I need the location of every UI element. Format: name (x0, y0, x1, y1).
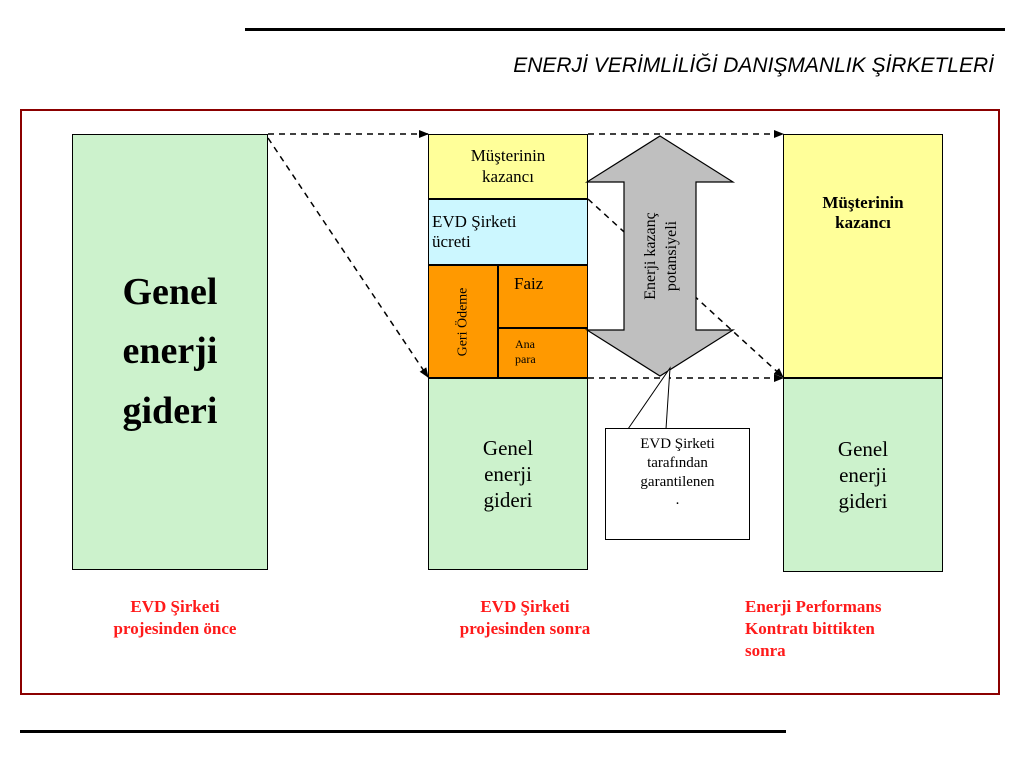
after-energy-cost-box: Genel enerji gideri (428, 378, 588, 570)
potential-arrow-label-2: potansiyeli (663, 220, 680, 291)
callout-pointer (627, 366, 671, 430)
before-energy-cost-label: Genel enerji gideri (122, 270, 218, 432)
diagram-frame (20, 109, 1000, 695)
end-energy-cost-label: Genel enerji gideri (837, 436, 889, 514)
end-energy-cost-box: Genel enerji gideri (783, 378, 943, 572)
repayment-box: Geri Ödeme (428, 265, 498, 378)
before-caption: EVD Şirketi projesinden önce (113, 597, 237, 639)
end-customer-gain-box: Müşterinin kazancı (783, 134, 943, 378)
guarantee-callout: EVD Şirketi tarafından garantilenen . (605, 428, 750, 540)
after-energy-cost-label: Genel enerji gideri (482, 435, 534, 513)
before-energy-cost-box: Genel enerji gideri (72, 134, 268, 570)
after-caption: EVD Şirketi projesinden sonra (459, 597, 591, 639)
top-rule (245, 28, 1005, 31)
potential-arrow-label-1: Enerji kazanç (642, 212, 659, 300)
after-customer-gain-label: Müşterinin kazancı (470, 146, 546, 186)
dashed-arrow-diagonal-1 (267, 137, 429, 378)
after-customer-gain-box: Müşterinin kazancı (428, 134, 588, 199)
interest-box: Faiz (498, 265, 588, 328)
potential-double-arrow (584, 135, 736, 377)
evd-fee-box: EVD Şirketi ücreti (428, 199, 588, 265)
slide-title: ENERJİ VERİMLİLİĞİ DANIŞMANLIK ŞİRKETLER… (513, 54, 994, 77)
principal-box: Ana para (498, 328, 588, 378)
end-caption: Enerji Performans Kontratı bittikten son… (745, 597, 882, 661)
bottom-rule (20, 730, 786, 733)
